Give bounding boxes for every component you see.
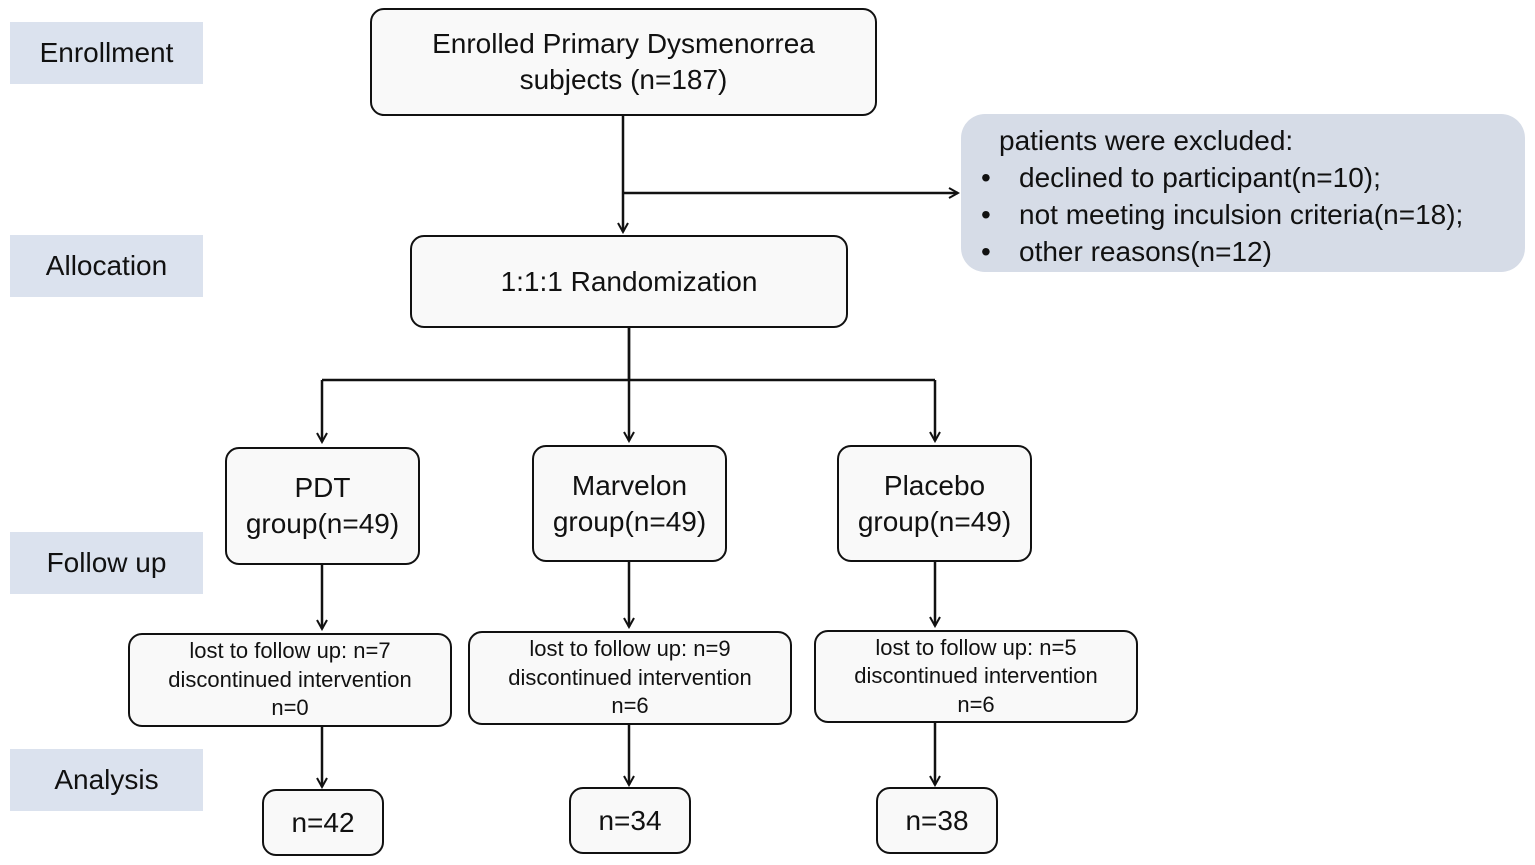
stage-allocation-text: Allocation	[45, 250, 168, 281]
enrolled-box: Enrolled Primary Dysmenorrea subjects (n…	[370, 8, 877, 116]
discontinued-label-placebo: discontinued intervention	[854, 663, 1098, 689]
group-size-marvelon: group(n=49)	[552, 505, 707, 537]
group-name-marvelon: Marvelon	[571, 469, 688, 501]
lost-to-follow-up-marvelon: lost to follow up: n=9	[529, 636, 731, 662]
excluded-reason-declined: declined to participant(n=10);	[981, 159, 1525, 196]
excluded-reason-not-meeting-criteria: not meeting inculsion criteria(n=18);	[981, 196, 1525, 233]
discontinued-count-marvelon: n=6	[611, 693, 649, 719]
analyzed-count-placebo: n=38	[905, 804, 969, 836]
analyzed-count-marvelon: n=34	[598, 804, 662, 836]
excluded-header: patients were excluded:	[999, 125, 1294, 156]
group-name-pdt: PDT	[294, 472, 351, 504]
analysis-box-pdt: n=42	[262, 789, 384, 856]
group-box-pdt: PDT group(n=49)	[225, 447, 420, 565]
enrolled-line-2: subjects (n=187)	[519, 64, 728, 95]
stage-analysis-text: Analysis	[54, 764, 159, 795]
analysis-box-placebo: n=38	[876, 787, 998, 854]
followup-box-marvelon: lost to follow up: n=9 discontinued inte…	[468, 631, 792, 725]
randomization-box: 1:1:1 Randomization	[410, 235, 848, 328]
stage-label-allocation: Allocation	[10, 235, 203, 297]
enrolled-line-1: Enrolled Primary Dysmenorrea	[432, 28, 815, 60]
followup-box-pdt: lost to follow up: n=7 discontinued inte…	[128, 633, 452, 727]
group-name-placebo: Placebo	[883, 469, 986, 501]
group-box-placebo: Placebo group(n=49)	[837, 445, 1032, 562]
followup-box-placebo: lost to follow up: n=5 discontinued inte…	[814, 630, 1138, 723]
analysis-box-marvelon: n=34	[569, 787, 691, 854]
discontinued-count-placebo: n=6	[957, 691, 995, 717]
discontinued-count-pdt: n=0	[271, 695, 309, 721]
analyzed-count-pdt: n=42	[291, 806, 355, 838]
discontinued-label-marvelon: discontinued intervention	[508, 664, 752, 690]
discontinued-label-pdt: discontinued intervention	[168, 666, 412, 692]
lost-to-follow-up-placebo: lost to follow up: n=5	[875, 634, 1077, 660]
stage-follow-up-text: Follow up	[46, 547, 167, 578]
randomization-text: 1:1:1 Randomization	[500, 265, 758, 297]
lost-to-follow-up-pdt: lost to follow up: n=7	[189, 638, 391, 664]
excluded-reasons-list: declined to participant(n=10); not meeti…	[981, 159, 1525, 270]
stage-enrollment-text: Enrollment	[39, 37, 174, 68]
excluded-box: patients were excluded: declined to part…	[961, 114, 1525, 272]
group-box-marvelon: Marvelon group(n=49)	[532, 445, 727, 562]
stage-label-analysis: Analysis	[10, 749, 203, 811]
excluded-reason-other: other reasons(n=12)	[981, 233, 1525, 270]
group-size-pdt: group(n=49)	[245, 508, 400, 539]
stage-label-follow-up: Follow up	[10, 532, 203, 594]
group-size-placebo: group(n=49)	[857, 505, 1012, 537]
stage-label-enrollment: Enrollment	[10, 22, 203, 84]
